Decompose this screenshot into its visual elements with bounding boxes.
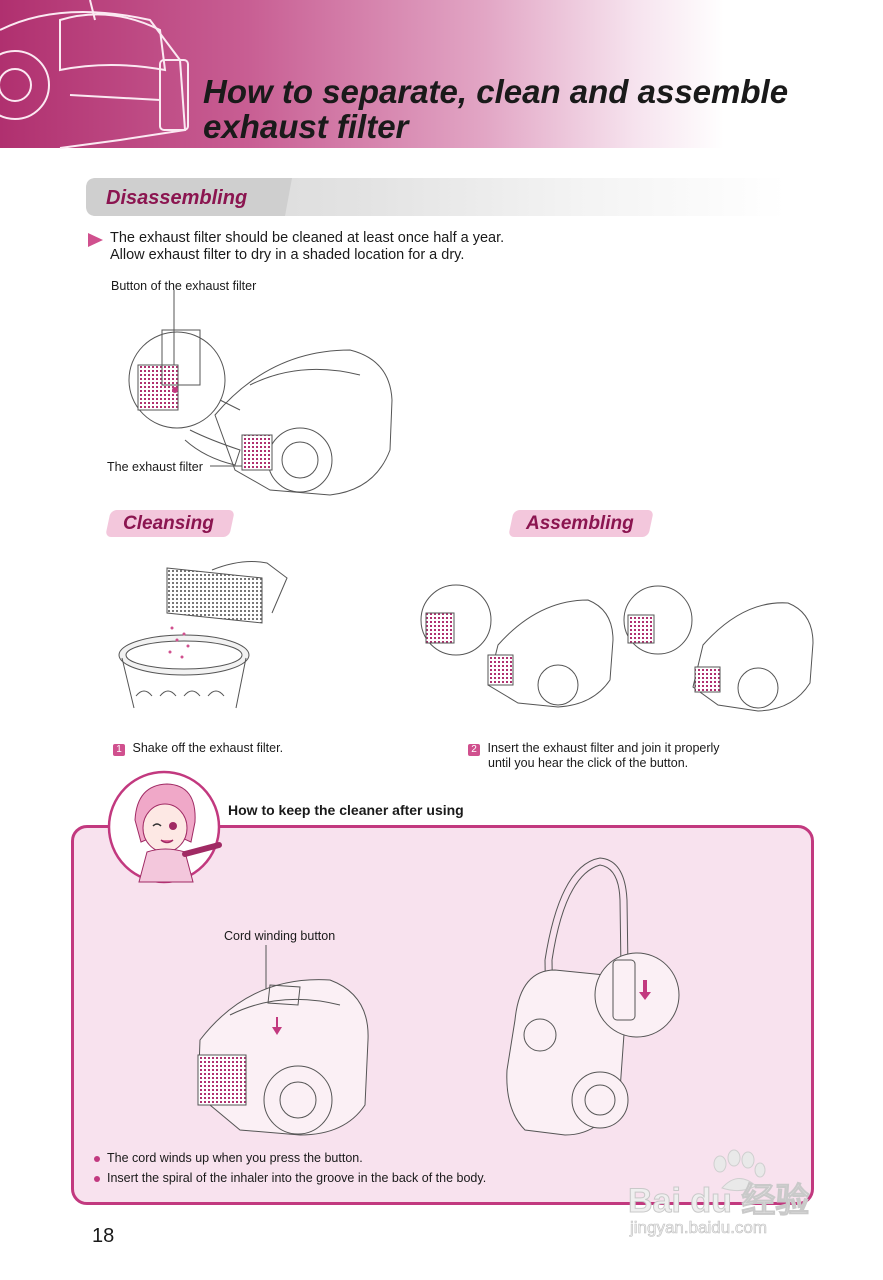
- assembling-illustration: [420, 584, 814, 712]
- cleansing-step: 1 Shake off the exhaust filter.: [113, 741, 283, 756]
- disassembling-intro: The exhaust filter should be cleaned at …: [110, 230, 504, 264]
- keep-bullet-text: The cord winds up when you press the but…: [107, 1151, 363, 1165]
- disassembling-illustration: [128, 290, 393, 496]
- stored-cleaner-illustration: [506, 857, 680, 1136]
- assembling-step-line-2: until you hear the click of the button.: [488, 756, 689, 770]
- baidu-watermark: Bai du 经验 jingyan.baidu.com: [627, 1148, 848, 1248]
- keep-bullet-item: Insert the spiral of the inhaler into th…: [94, 1171, 486, 1186]
- bullet-dot-icon: [94, 1155, 100, 1162]
- step-number-badge: 2: [468, 744, 480, 756]
- intro-line-1: The exhaust filter should be cleaned at …: [110, 230, 505, 246]
- vacuum-cleaner-header-illustration: [0, 0, 189, 149]
- triangle-bullet-icon: [88, 233, 103, 247]
- keep-bullet-text: Insert the spiral of the inhaler into th…: [107, 1171, 487, 1185]
- paw-icon: [713, 1149, 766, 1192]
- bullet-dot-icon: [94, 1175, 100, 1182]
- watermark-url: jingyan.baidu.com: [630, 1218, 768, 1238]
- watermark-brand: Bai du 经验: [627, 1182, 810, 1221]
- page-title: How to separate, clean and assemble exha…: [203, 74, 863, 144]
- assembling-step: 2 Insert the exhaust filter and join it …: [468, 741, 720, 771]
- page-number: 18: [92, 1225, 115, 1247]
- page-title-line-1: How to separate, clean and assemble: [203, 73, 789, 110]
- cleansing-step-text: Shake off the exhaust filter.: [132, 741, 284, 755]
- assembling-step-line-1: Insert the exhaust filter and join it pr…: [487, 741, 720, 755]
- callout-exhaust-filter: The exhaust filter: [107, 460, 203, 474]
- callout-cord-winding: Cord winding button: [224, 929, 336, 943]
- cleansing-illustration: [118, 561, 288, 709]
- cord-winding-illustration: [197, 945, 369, 1136]
- cleansing-heading: Cleansing: [123, 513, 214, 534]
- assembling-heading: Assembling: [526, 513, 634, 534]
- intro-line-2: Allow exhaust filter to dry in a shaded …: [110, 247, 465, 263]
- step-number-badge: 1: [113, 744, 125, 756]
- keep-heading: How to keep the cleaner after using: [228, 802, 464, 818]
- mascot-girl-avatar: [107, 770, 222, 884]
- keep-cleaner-panel: [71, 825, 814, 1205]
- keep-bullet-item: The cord winds up when you press the but…: [94, 1151, 486, 1166]
- keep-bullet-list: The cord winds up when you press the but…: [94, 1151, 486, 1186]
- callout-filter-button: Button of the exhaust filter: [111, 279, 257, 293]
- disassembling-heading: Disassembling: [106, 187, 248, 209]
- disassembling-heading-shape: [86, 178, 292, 216]
- page-title-line-2: exhaust filter: [203, 108, 409, 145]
- page-header-banner: How to separate, clean and assemble exha…: [0, 0, 883, 149]
